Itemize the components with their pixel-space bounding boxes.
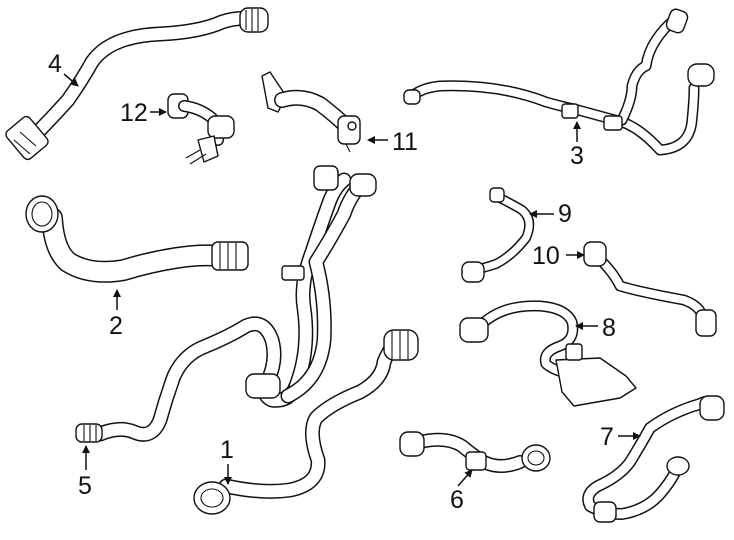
part-7-hose	[582, 395, 725, 523]
callout-6: 6	[450, 469, 473, 514]
callout-4: 4	[48, 50, 79, 87]
part-12-connector	[167, 93, 235, 165]
callout-9-label: 9	[558, 200, 572, 228]
callout-11-label: 11	[392, 128, 418, 156]
part-9-hose	[461, 187, 535, 283]
callout-8-label: 8	[602, 314, 616, 342]
callout-10: 10	[532, 242, 585, 270]
callout-8: 8	[575, 314, 616, 342]
callout-3-label: 3	[570, 142, 584, 170]
callout-4-label: 4	[48, 50, 62, 78]
part-2-hose	[25, 195, 249, 283]
callout-12: 12	[120, 99, 167, 127]
callout-4-leader	[63, 73, 79, 87]
callout-1: 1	[220, 436, 234, 485]
part-4-hose	[5, 7, 269, 161]
part-1-hose-assembly	[193, 329, 419, 515]
callout-2: 2	[109, 289, 123, 340]
callout-1-label: 1	[220, 436, 234, 464]
callout-5-label: 5	[78, 472, 92, 500]
part-6-hose	[399, 431, 551, 473]
part-11-connector	[261, 71, 361, 153]
part-8-hose	[459, 300, 637, 407]
part-3-hose	[403, 8, 715, 156]
callout-5: 5	[78, 445, 92, 500]
callout-6-label: 6	[450, 486, 464, 514]
callout-2-label: 2	[109, 312, 123, 340]
part-10-hose	[583, 241, 717, 337]
callout-6-leader	[457, 469, 473, 487]
callout-10-label: 10	[532, 242, 560, 270]
callout-9: 9	[529, 200, 572, 228]
callout-11: 11	[367, 128, 418, 156]
callout-3: 3	[570, 121, 584, 170]
callout-7-label: 7	[600, 423, 614, 451]
callout-12-label: 12	[120, 99, 148, 127]
part-5-hose-assembly	[75, 165, 377, 443]
callout-7: 7	[600, 423, 641, 451]
